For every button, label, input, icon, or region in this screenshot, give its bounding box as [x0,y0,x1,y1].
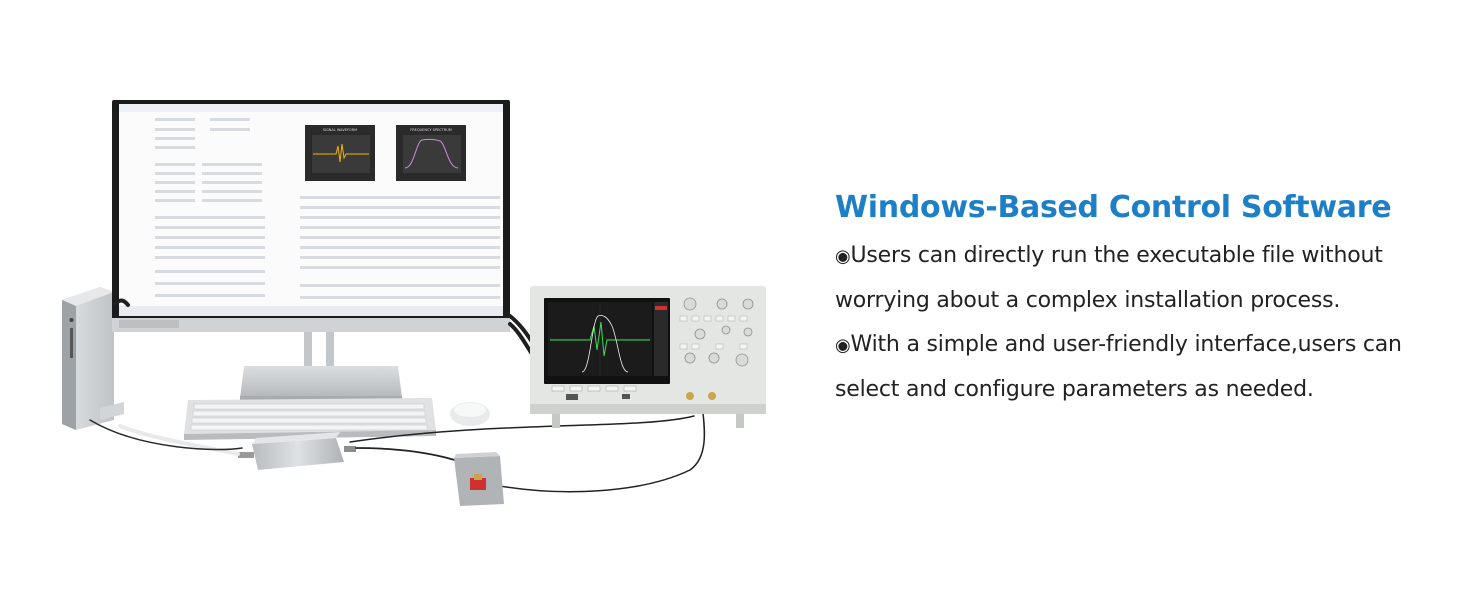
signal-waveform-label: SIGNAL WAVEFORM [323,128,357,132]
paragraph-2-line-1: With a simple and user-friendly interfac… [850,332,1402,357]
bullet-paragraph-2: ◉With a simple and user-friendly interfa… [835,323,1435,412]
bullet-dot-icon: ◉ [835,335,851,356]
keyboard-icon [184,398,436,440]
paragraph-2-line-2: select and configure parameters as neede… [835,377,1314,402]
feature-description: Windows-Based Control Software ◉Users ca… [835,188,1435,412]
oscilloscope-icon [530,286,766,428]
ultrasonic-transducer-block-icon [454,452,504,506]
bullet-paragraph-1: ◉Users can directly run the executable f… [835,234,1435,323]
product-photo: SIGNAL WAVEFORM FREQUENCY SPECTRUM [62,100,766,506]
monitor-icon: SIGNAL WAVEFORM FREQUENCY SPECTRUM [112,100,510,402]
paragraph-1-line-2: worrying about a complex installation pr… [835,288,1341,313]
paragraph-1-line-1: Users can directly run the executable fi… [850,243,1383,268]
headline: Windows-Based Control Software [835,190,1392,225]
frequency-spectrum-label: FREQUENCY SPECTRUM [410,128,452,132]
mouse-icon [450,402,490,426]
bullet-dot-icon: ◉ [835,246,851,267]
signal-adapter-box-icon [238,432,356,470]
mini-pc-icon [62,287,124,430]
